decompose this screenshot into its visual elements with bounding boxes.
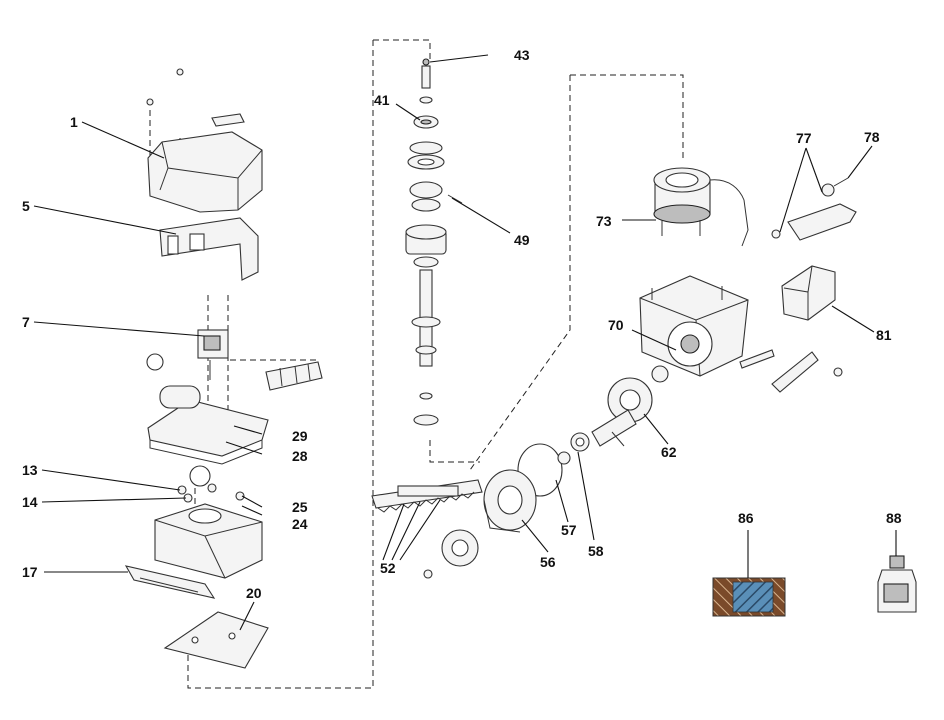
part-52-rack-pinion xyxy=(371,479,483,579)
callout-43: 43 xyxy=(514,47,530,63)
part-24-gearbox-housing xyxy=(154,503,263,579)
part-1-cover xyxy=(146,68,263,213)
callout-24: 24 xyxy=(292,516,308,532)
part-81-cover-cap xyxy=(781,265,836,321)
callout-1: 1 xyxy=(70,114,78,130)
part-73-motor xyxy=(653,167,749,247)
screws-13-14-25 xyxy=(177,483,245,503)
part-5-inner-cover xyxy=(159,217,259,281)
small-brackets xyxy=(739,349,843,393)
callout-7: 7 xyxy=(22,314,30,330)
callout-29: 29 xyxy=(292,428,308,444)
part-20-base-plate xyxy=(163,611,269,669)
callout-62: 62 xyxy=(661,444,677,460)
callout-14: 14 xyxy=(22,494,38,510)
part-77-78-limit-switch xyxy=(771,177,857,241)
part-86-swatch xyxy=(712,577,786,617)
callout-78: 78 xyxy=(864,129,880,145)
callout-77: 77 xyxy=(796,130,812,146)
part-56-flange xyxy=(483,469,537,533)
part-7-transformer xyxy=(197,329,229,380)
callout-58: 58 xyxy=(588,543,604,559)
part-17-bracket-plate xyxy=(124,565,216,599)
callout-86: 86 xyxy=(738,510,754,526)
callout-81: 81 xyxy=(876,327,892,343)
leader-lines xyxy=(33,54,897,631)
callout-49: 49 xyxy=(514,232,530,248)
part-28-29-control-board xyxy=(146,353,269,487)
callout-56: 56 xyxy=(540,554,556,570)
callout-17: 17 xyxy=(22,564,38,580)
part-62-gear xyxy=(591,365,669,447)
part-70-housing xyxy=(639,275,749,377)
callout-5: 5 xyxy=(22,198,30,214)
callout-13: 13 xyxy=(22,462,38,478)
callout-41: 41 xyxy=(374,92,390,108)
vertical-shaft-stack xyxy=(405,58,463,426)
callout-28: 28 xyxy=(292,448,308,464)
part-88-bottle xyxy=(877,555,917,613)
callout-25: 25 xyxy=(292,499,308,515)
callout-20: 20 xyxy=(246,585,262,601)
callout-73: 73 xyxy=(596,213,612,229)
callout-70: 70 xyxy=(608,317,624,333)
callout-57: 57 xyxy=(561,522,577,538)
callout-88: 88 xyxy=(886,510,902,526)
callout-52: 52 xyxy=(380,560,396,576)
callout-labels: 1 5 7 13 14 17 20 24 25 28 29 41 43 49 5… xyxy=(22,47,902,601)
assembly-guides xyxy=(149,39,684,689)
terminal-block xyxy=(265,361,323,391)
